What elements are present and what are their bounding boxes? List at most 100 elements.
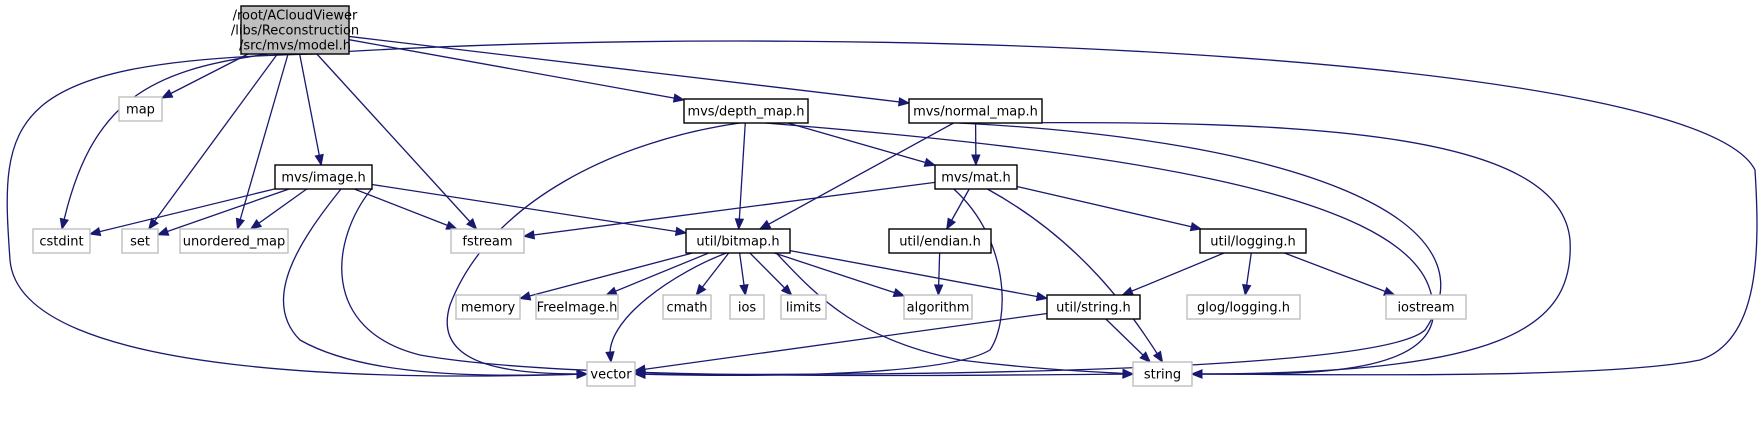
node-normal-map[interactable]: mvs/normal_map.h xyxy=(908,98,1043,124)
edge-normal_map-to-string xyxy=(984,121,1571,375)
node-glog: glog/logging.h xyxy=(1186,294,1301,320)
arrowhead-string_h-to-string xyxy=(1139,351,1152,363)
arrowhead-bitmap-to-string xyxy=(1122,368,1135,379)
node-cmath: cmath xyxy=(662,294,712,320)
node-box xyxy=(535,294,619,320)
arrowhead-model-to-set xyxy=(148,217,159,231)
node-box xyxy=(729,294,765,320)
node-iostream: iostream xyxy=(1385,294,1467,320)
node-algorithm: algorithm xyxy=(903,294,973,320)
arrowhead-model-to-depth_map xyxy=(672,93,686,103)
node-box xyxy=(32,228,91,254)
node-label: ios xyxy=(738,301,757,316)
node-box xyxy=(240,5,350,55)
node-label: util/endian.h xyxy=(899,235,981,250)
node-label: FreeImage.h xyxy=(537,301,618,316)
node-label: fstream xyxy=(462,235,512,250)
node-label: /src/mvs/model.h xyxy=(239,39,351,54)
node-box xyxy=(455,294,521,320)
node-memory: memory xyxy=(455,294,521,320)
node-endian[interactable]: util/endian.h xyxy=(888,228,992,254)
node-label: mvs/mat.h xyxy=(941,171,1011,186)
node-box xyxy=(121,228,159,254)
node-string-h[interactable]: util/string.h xyxy=(1046,294,1141,320)
node-box xyxy=(685,228,791,254)
node-box xyxy=(908,98,1043,124)
node-logging[interactable]: util/logging.h xyxy=(1199,228,1307,254)
node-label: map xyxy=(126,103,155,118)
node-box xyxy=(888,228,992,254)
node-ios: ios xyxy=(729,294,765,320)
node-set: set xyxy=(121,228,159,254)
arrowhead-string_h-to-vector xyxy=(633,364,647,374)
arrowhead-bitmap-to-ios xyxy=(739,283,749,297)
edge-depth_map-to-string xyxy=(764,122,1435,375)
arrowhead-bitmap-to-limits xyxy=(780,284,793,296)
edge-model-to-fstream xyxy=(316,53,478,230)
edge-mat-to-logging xyxy=(1016,185,1202,230)
node-label: iostream xyxy=(1397,301,1454,316)
node-box xyxy=(1046,294,1141,320)
edge-logging-to-string_h xyxy=(1122,252,1225,296)
node-cstdint: cstdint xyxy=(32,228,91,254)
edge-model-to-normal_map xyxy=(348,35,910,104)
edge-model-to-cstdint xyxy=(61,53,269,230)
node-label: glog/logging.h xyxy=(1197,301,1290,316)
arrowhead-model-to-unordered_map xyxy=(235,217,245,231)
edge-model-to-map xyxy=(161,53,249,99)
edge-model-to-unordered_map xyxy=(236,53,289,230)
node-box xyxy=(683,98,809,124)
edge-logging-to-iostream xyxy=(1284,252,1395,296)
node-label: util/logging.h xyxy=(1210,235,1295,250)
node-unordered-map: unordered_map xyxy=(179,228,289,254)
arrowhead-bitmap-to-freeimage xyxy=(605,286,618,296)
edge-depth_map-to-bitmap xyxy=(738,122,746,230)
arrowhead-model-to-cstdint xyxy=(59,217,69,231)
arrowhead-endian-to-algorithm xyxy=(933,284,944,297)
edge-bitmap-to-string xyxy=(775,252,1134,375)
node-label: mvs/depth_map.h xyxy=(687,105,804,120)
arrowhead-normal_map-to-mat xyxy=(971,154,981,167)
edge-model-to-image xyxy=(299,53,322,166)
node-mat[interactable]: mvs/mat.h xyxy=(934,164,1018,190)
arrowhead-depth_map-to-mat xyxy=(923,157,937,167)
node-bitmap[interactable]: util/bitmap.h xyxy=(685,228,791,254)
edge-image-to-cstdint xyxy=(89,188,276,235)
node-limits: limits xyxy=(780,294,827,320)
arrowhead-mat-to-fstream xyxy=(522,230,536,240)
node-label: /root/ACloudViewer xyxy=(233,9,358,24)
arrowhead-mat-to-endian xyxy=(946,217,957,231)
arrowhead-bitmap-to-algorithm xyxy=(892,287,906,297)
node-vector: vector xyxy=(586,361,636,387)
edge-mat-to-vector xyxy=(634,188,1003,377)
node-box xyxy=(274,164,373,190)
arrowhead-bitmap-to-string_h xyxy=(1035,291,1049,302)
arrowhead-model-to-image xyxy=(314,153,324,167)
node-label: mvs/normal_map.h xyxy=(913,105,1038,120)
arrowhead-image-to-bitmap xyxy=(674,226,688,237)
node-label: cstdint xyxy=(39,235,83,250)
node-model[interactable]: /root/ACloudViewer/libs/Reconstruction/s… xyxy=(231,5,359,55)
node-depth-map[interactable]: mvs/depth_map.h xyxy=(683,98,809,124)
node-box xyxy=(450,228,525,254)
arrowhead-mat-to-logging xyxy=(1189,222,1203,232)
arrowhead-bitmap-to-cmath xyxy=(695,283,707,297)
arrowhead-logging-to-iostream xyxy=(1383,286,1396,296)
edge-string_h-to-vector xyxy=(634,312,1048,372)
node-label: memory xyxy=(461,301,516,316)
edge-mat-to-string xyxy=(987,188,1164,363)
edge-model-to-vector xyxy=(6,53,588,377)
edge-normal_map-to-bitmap xyxy=(759,122,954,230)
edge-model-to-set xyxy=(148,53,278,230)
node-box xyxy=(1385,294,1467,320)
node-image[interactable]: mvs/image.h xyxy=(274,164,373,190)
node-label: set xyxy=(130,235,150,250)
edge-image-to-unordered_map xyxy=(250,188,308,230)
arrowhead-model-to-map xyxy=(160,89,174,99)
edge-bitmap-to-memory xyxy=(519,252,693,300)
edge-image-to-bitmap xyxy=(371,183,687,234)
node-box xyxy=(118,96,163,122)
edge-image-to-vector xyxy=(282,188,588,376)
edge-model-to-depth_map xyxy=(348,39,685,101)
